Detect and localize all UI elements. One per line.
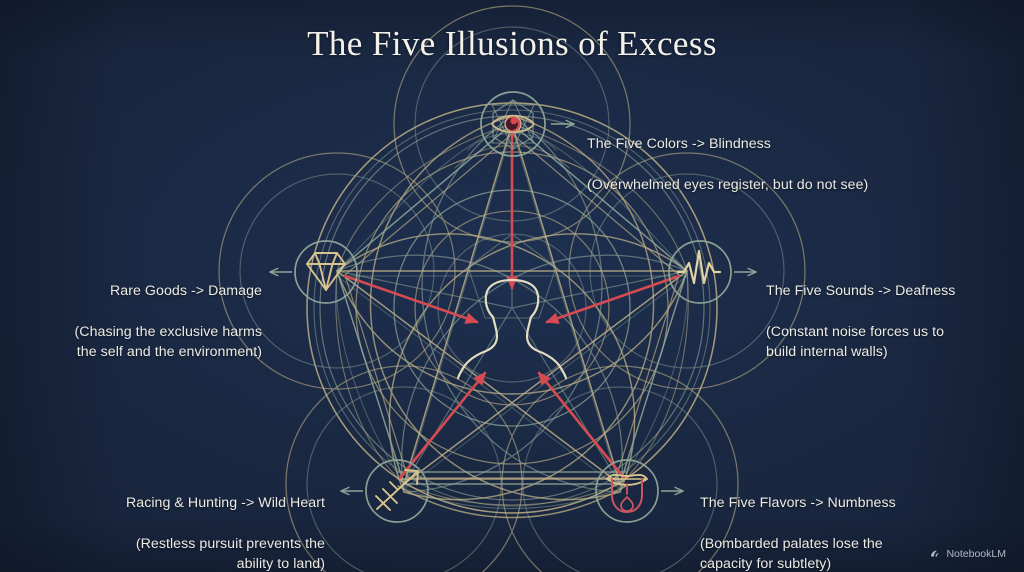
- label-goods: Rare Goods -> Damage (Chasing the exclus…: [40, 260, 262, 383]
- node-circle-goods: [294, 240, 358, 304]
- label-colors-headline: The Five Colors -> Blindness: [587, 135, 771, 152]
- label-goods-headline: Rare Goods -> Damage: [109, 282, 262, 299]
- node-circle-racing: [365, 459, 429, 523]
- node-goods[interactable]: [270, 240, 358, 304]
- label-flavors: The Five Flavors -> Numbness (Bombarded …: [700, 472, 896, 572]
- notebooklm-watermark: NotebookLM: [929, 548, 1006, 560]
- label-colors: The Five Colors -> Blindness (Overwhelme…: [587, 113, 868, 216]
- diamond-gem-icon: [306, 252, 346, 291]
- node-racing[interactable]: [341, 459, 429, 523]
- label-sounds-subtext: (Constant noise forces us to build inter…: [766, 323, 945, 361]
- label-flavors-subtext: (Bombarded palates lose the capacity for…: [700, 535, 883, 572]
- node-flavors[interactable]: [595, 459, 683, 523]
- arrow-hunting-icon: [375, 469, 419, 511]
- node-circle-sounds: [668, 240, 732, 304]
- page-title: The Five Illusions of Excess: [307, 24, 717, 63]
- node-sounds[interactable]: [668, 240, 756, 304]
- label-racing-headline: Racing & Hunting -> Wild Heart: [125, 494, 325, 511]
- node-circle-colors: [480, 91, 546, 157]
- red-arrow-from-right: [545, 274, 681, 324]
- red-arrow-from-left: [343, 274, 479, 324]
- mouth-tongue-icon: [606, 473, 648, 513]
- node-circle-flavors: [595, 459, 659, 523]
- label-racing: Racing & Hunting -> Wild Heart (Restless…: [60, 472, 325, 572]
- notebooklm-label: NotebookLM: [946, 548, 1006, 560]
- node-colors[interactable]: [480, 91, 574, 157]
- label-flavors-headline: The Five Flavors -> Numbness: [700, 494, 896, 511]
- label-sounds: The Five Sounds -> Deafness (Constant no…: [766, 260, 955, 383]
- label-colors-subtext: (Overwhelmed eyes register, but do not s…: [587, 176, 869, 193]
- label-goods-subtext: (Chasing the exclusive harms the self an…: [74, 323, 262, 361]
- human-bust-silhouette: [456, 278, 568, 380]
- eye-icon: [491, 99, 535, 150]
- red-arrow-from-bottom-right: [537, 371, 626, 480]
- label-racing-subtext: (Restless pursuit prevents the ability t…: [135, 535, 325, 572]
- label-sounds-headline: The Five Sounds -> Deafness: [766, 282, 956, 299]
- geometry-field: [218, 5, 806, 572]
- sound-wave-icon: [676, 249, 722, 285]
- red-arrow-from-bottom-left: [398, 371, 487, 480]
- notebooklm-spark-icon: [929, 548, 941, 560]
